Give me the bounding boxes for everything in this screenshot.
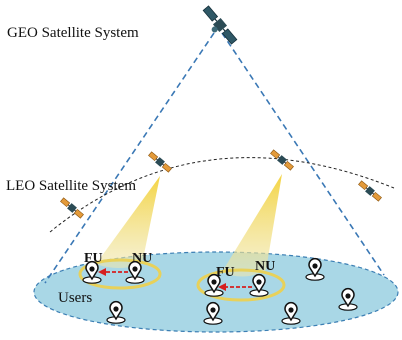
arrow-nu-to-fu-left: [98, 268, 128, 276]
leo-satellite-icon: [269, 149, 295, 171]
geo-satellite-icon: [202, 5, 238, 45]
geo-system-label: GEO Satellite System: [7, 25, 139, 41]
leo-satellite-icon: [147, 151, 173, 173]
leo-orbit-arc: [49, 157, 395, 233]
geo-coverage-left-line: [44, 32, 215, 284]
users-label: Users: [58, 290, 92, 306]
cluster-ring-left: [78, 258, 162, 290]
leo-beam-left: [96, 176, 160, 268]
leo-satellite-icon: [357, 180, 383, 202]
fu-label-left: FU: [84, 251, 103, 266]
leo-system-label: LEO Satellite System: [6, 178, 136, 194]
cluster-ring-right: [196, 268, 286, 302]
arrow-nu-to-fu-right: [218, 283, 252, 291]
nu-label-left: NU: [132, 251, 152, 266]
nu-label-right: NU: [255, 259, 275, 274]
fu-label-right: FU: [216, 265, 235, 280]
geo-coverage-right-line: [221, 32, 385, 276]
leo-beam-right: [222, 174, 282, 277]
